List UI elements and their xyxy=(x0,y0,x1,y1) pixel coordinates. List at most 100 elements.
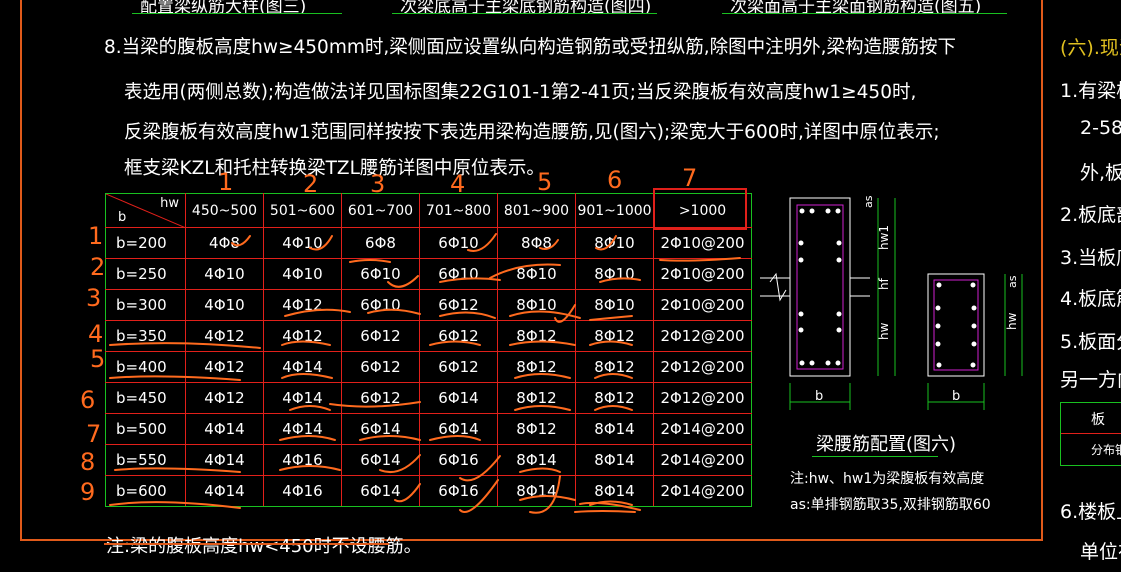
dim-label-as-right: as xyxy=(1006,275,1019,288)
right-line-2: 2-58 xyxy=(1080,117,1121,139)
table-cell: 4Φ10 xyxy=(263,258,342,290)
figure-note-1: 注:hw、hw1为梁腹板有效高度 xyxy=(790,471,985,487)
row-number-6: 6 xyxy=(80,386,96,414)
table-cell: 4Φ14 xyxy=(185,475,264,507)
note-line-3: 反梁腹板有效高度hw1范围同样按按下表选用梁构造腰筋,见(图六);梁宽大于600… xyxy=(124,122,940,143)
note-line-1: 8.当梁的腹板高度hw≥450mm时,梁侧面应设置纵向构造钢筋或受扭纵筋,除图中… xyxy=(104,37,957,58)
table-cell: 8Φ12 xyxy=(497,351,576,383)
table-cell: 8Φ10 xyxy=(497,258,576,290)
header-cell-6: 901~1000 xyxy=(575,193,654,228)
dim-label-b-left: b xyxy=(815,389,823,404)
row-number-2: 2 xyxy=(90,253,106,281)
dim-label-hw-right: hw xyxy=(1005,312,1019,330)
dim-label-hw-left: hw xyxy=(877,322,891,340)
beam-waist-figure: as hw1 hf hw as hw b b xyxy=(760,195,1023,410)
right-mini-table: 板 分布钢 xyxy=(1060,402,1121,466)
right-line-9: 6.楼板上 xyxy=(1060,501,1121,523)
table-cell: 6Φ14 xyxy=(341,475,420,507)
frame-bottom-orange xyxy=(20,539,1043,541)
row-number-4: 4 xyxy=(88,320,104,348)
row-label-cell: b=500 xyxy=(105,413,186,445)
header-cell-7: >1000 xyxy=(653,193,752,228)
table-cell: 4Φ12 xyxy=(185,320,264,352)
figure-title: 梁腰筋配置(图六) xyxy=(816,434,957,455)
right-line-1: 1.有梁板 xyxy=(1060,80,1121,102)
row-number-8: 8 xyxy=(80,448,96,476)
right-line-3: 外,板在 xyxy=(1080,162,1121,184)
right-mini-table-top: 板 xyxy=(1091,412,1105,428)
right-line-8: 另一方向 xyxy=(1060,369,1121,391)
figure-title-underline xyxy=(812,456,938,457)
corner-label-hw: hw xyxy=(160,196,179,211)
header-cell-2: 501~600 xyxy=(263,193,342,228)
table-cell: 6Φ14 xyxy=(341,413,420,445)
top-underline-1 xyxy=(132,13,342,14)
top-label-3: 次梁面高于主梁面钢筋构造(图五) xyxy=(730,0,982,17)
table-cell: 2Φ12@200 xyxy=(653,382,752,414)
col-number-5: 5 xyxy=(537,168,553,196)
table-cell: 8Φ14 xyxy=(497,475,576,507)
table-cell: 2Φ14@200 xyxy=(653,475,752,507)
row-label-cell: b=350 xyxy=(105,320,186,352)
table-cell: 8Φ12 xyxy=(575,351,654,383)
note-line-4: 框支梁KZL和托柱转换梁TZL腰筋详图中原位表示。 xyxy=(124,158,545,179)
col-number-4: 4 xyxy=(450,170,466,198)
table-cell: 8Φ10 xyxy=(575,289,654,321)
table-cell: 4Φ16 xyxy=(263,475,342,507)
col-number-3: 3 xyxy=(370,170,386,198)
table-cell: 4Φ14 xyxy=(185,444,264,476)
table-cell: 8Φ12 xyxy=(497,320,576,352)
figure-note-2: as:单排钢筋取35,双排钢筋取60 xyxy=(790,497,991,513)
corner-label-b: b xyxy=(118,210,127,225)
table-header-row: hw b 450~500 501~600 601~700 701~800 801… xyxy=(105,193,752,228)
header-cell-3: 601~700 xyxy=(341,193,420,228)
header-cell-1: 450~500 xyxy=(185,193,264,228)
col-number-2: 2 xyxy=(303,170,319,198)
frame-right-orange xyxy=(1041,0,1043,540)
table-cell: 2Φ10@200 xyxy=(653,289,752,321)
col-number-1: 1 xyxy=(218,168,234,196)
table-cell: 2Φ12@200 xyxy=(653,351,752,383)
right-line-4: 2.板底部 xyxy=(1060,204,1121,226)
top-label-2: 次梁底高于主梁底钢筋构造(图四) xyxy=(400,0,652,17)
table-cell: 8Φ14 xyxy=(497,444,576,476)
top-label-1: 配置梁纵筋大样(图三) xyxy=(140,0,307,17)
row-label-cell: b=250 xyxy=(105,258,186,290)
frame-left-orange xyxy=(20,0,22,540)
row-number-9: 9 xyxy=(80,478,96,506)
top-underline-2 xyxy=(392,13,657,14)
waist-rebar-table: hw b 450~500 501~600 601~700 701~800 801… xyxy=(105,193,752,507)
right-line-5: 3.当板底 xyxy=(1060,247,1121,269)
table-cell: 6Φ10 xyxy=(341,258,420,290)
dim-label-hw1: hw1 xyxy=(877,225,891,250)
note-line-2: 表选用(两侧总数);构造做法详见国标图集22G101-1第2-41页;当反梁腹板… xyxy=(124,82,917,103)
table-cell: 4Φ16 xyxy=(263,444,342,476)
right-line-7: 5.板面分 xyxy=(1060,331,1121,353)
dim-label-hf: hf xyxy=(877,277,891,290)
table-cell: 2Φ10@200 xyxy=(653,258,752,290)
right-mini-table-bottom: 分布钢 xyxy=(1091,443,1121,457)
row-number-3: 3 xyxy=(86,284,102,312)
top-label-bar: 配置梁纵筋大样(图三) 次梁底高于主梁底钢筋构造(图四) 次梁面高于主梁面钢筋构… xyxy=(130,0,1010,17)
dim-label-b-right: b xyxy=(952,389,960,404)
corner-diagonal xyxy=(106,194,186,228)
col-number-7: 7 xyxy=(682,164,698,192)
table-cell: 4Φ10 xyxy=(263,227,342,259)
table-cell: 8Φ14 xyxy=(575,413,654,445)
table-cell: 6Φ12 xyxy=(419,351,498,383)
table-cell: 8Φ14 xyxy=(575,444,654,476)
footnote: 注:梁的腹板高度hw<450时不设腰筋。 xyxy=(106,536,422,557)
col-number-6: 6 xyxy=(607,166,623,194)
table-corner-cell: hw b xyxy=(105,193,186,228)
row-number-1: 1 xyxy=(88,222,104,250)
table-cell: 4Φ14 xyxy=(185,413,264,445)
header-cell-4: 701~800 xyxy=(419,193,498,228)
